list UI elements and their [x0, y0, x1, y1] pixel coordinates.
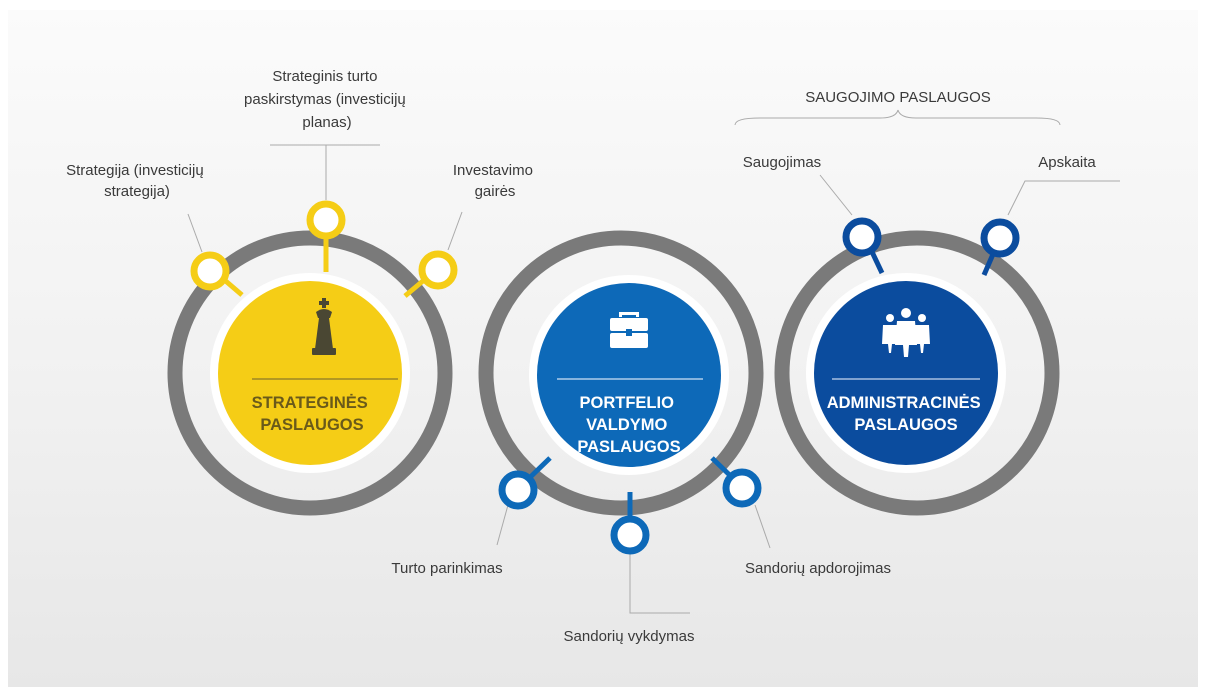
label-sandorių-vykdymas: Sandorių vykdymas [564, 628, 695, 645]
label-investavimo-1: Investavimo [453, 162, 533, 179]
title-administracinės-2: PASLAUGOS [854, 416, 957, 434]
title-portfelio-1: PORTFELIO [579, 394, 674, 412]
circle-strateginės [218, 281, 402, 465]
label-sandorių-apdorojimas: Sandorių apdorojimas [745, 560, 891, 577]
svg-text:STRATEGINĖS PASLAUGOS: STRATEGINĖS PASLAUGOS [252, 394, 373, 434]
title-administracinės-1: ADMINISTRACINĖS [827, 394, 981, 412]
node-investavimo-gairės [418, 250, 458, 290]
label-turto-parinkimas: Turto parinkimas [391, 560, 502, 577]
outer-ring-portfelio [478, 230, 764, 516]
node-strateginis-turto [306, 200, 346, 240]
circle-administracinės [814, 281, 998, 465]
outer-ring-administracinės [774, 230, 1060, 516]
title-portfelio-2: VALDYMO [586, 416, 667, 434]
svg-text:Strategija (investicijų st: Strategija (investicijų strategija) [66, 162, 208, 200]
svg-text:SAUGOJIMO PASLAUGOS: SAUGOJIMO PASLAUGOS [805, 89, 991, 106]
svg-text:Sandorių vykdymas: Sandorių vykdymas [564, 628, 695, 645]
svg-text:Turto parinkimas: Turto parinkimas [391, 560, 502, 577]
label-investavimo-2: gairės [475, 183, 516, 200]
label-strateginis-3: planas) [302, 114, 351, 131]
svg-text:Saugojimas: Saugojimas [743, 154, 821, 171]
node-saugojimas [842, 217, 882, 257]
briefcase-icon [610, 312, 648, 348]
chess-king-icon [312, 298, 336, 355]
node-strategija [190, 251, 230, 291]
circle-portfelio [537, 283, 721, 467]
label-strategija-1: Strategija (investicijų [66, 162, 204, 179]
title-strateginės-1: STRATEGINĖS [252, 394, 368, 412]
label-saugojimas: Saugojimas [743, 154, 821, 171]
label-apskaita: Apskaita [1038, 154, 1096, 171]
svg-text:ADMINISTRACINĖS PASLAUGOS: ADMINISTRACINĖS PASLAUGOS [827, 394, 986, 434]
title-strateginės-2: PASLAUGOS [260, 416, 363, 434]
label-strategija-2: strategija) [104, 183, 170, 200]
node-turto-parinkimas [498, 470, 538, 510]
title-portfelio-3: PASLAUGOS [577, 438, 680, 456]
team-icon [882, 308, 930, 357]
node-apskaita [980, 218, 1020, 258]
label-strateginis-1: Strateginis turto [272, 68, 377, 85]
svg-text:Apskaita: Apskaita [1038, 154, 1096, 171]
node-sandorių-apdorojimas [722, 468, 762, 508]
svg-text:Investavimo gairės: Investavimo gairės [453, 162, 537, 200]
svg-text:Sandorių apdorojimas: Sandorių apdorojimas [745, 560, 891, 577]
label-strateginis-2: paskirstymas (investicijų [244, 91, 406, 108]
node-sandorių-vykdymas [610, 515, 650, 555]
label-group: SAUGOJIMO PASLAUGOS [805, 89, 991, 106]
svg-text:Strateginis turto paskirst: Strateginis turto paskirstymas (investic… [244, 68, 410, 131]
svg-text:PORTFELIO VALDYMO PASL: PORTFELIO VALDYMO PASLAUGOS [577, 394, 680, 456]
outer-ring-strateginės [167, 230, 453, 516]
